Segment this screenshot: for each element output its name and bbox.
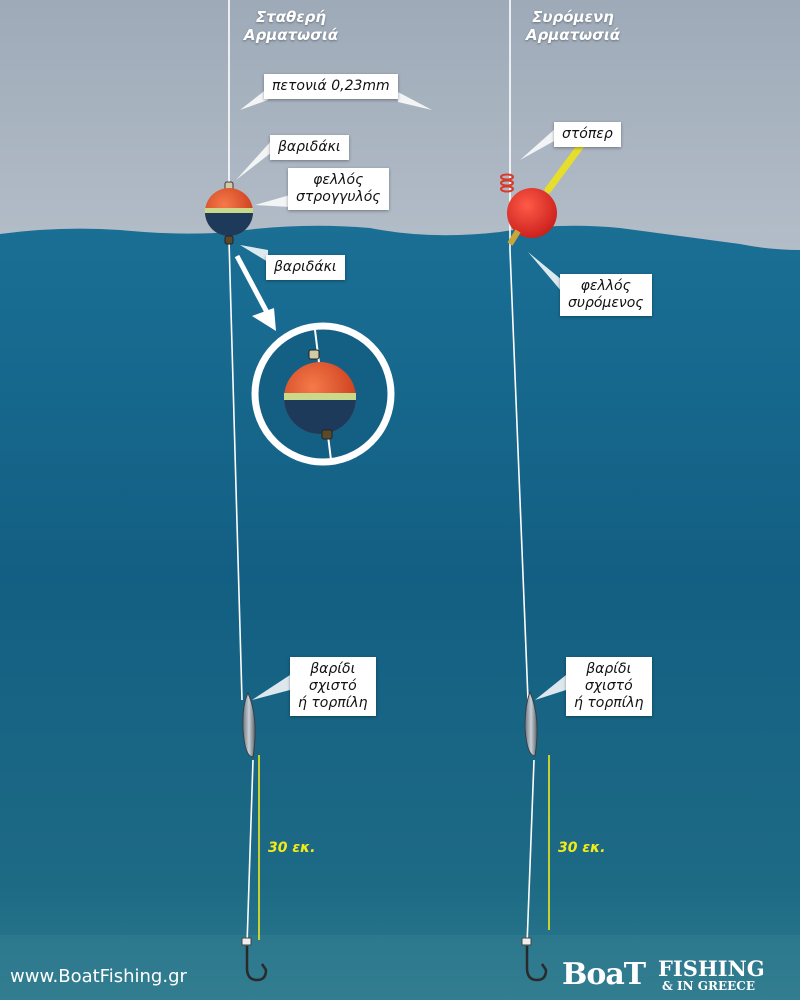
fishing-line-sliding bbox=[509, 0, 535, 946]
title-fixed-rig: Σταθερή Αρματωσιά bbox=[236, 8, 346, 44]
logo-main: BoaT bbox=[562, 957, 646, 992]
callout-weight-bottom: βαριδάκι bbox=[266, 255, 345, 280]
hook-fixed bbox=[241, 937, 268, 982]
sinker-fixed bbox=[242, 691, 256, 758]
sky bbox=[0, 0, 800, 260]
callout-stopper-text: στόπερ bbox=[562, 126, 613, 142]
callout-sliding-float-text: φελλός συρόμενος bbox=[568, 278, 644, 311]
sea bbox=[0, 225, 800, 1000]
hook-sliding bbox=[521, 937, 548, 982]
callout-round-float: φελλός στρογγυλός bbox=[288, 168, 389, 210]
callout-weight-bottom-text: βαριδάκι bbox=[274, 259, 337, 275]
callout-line-text: πετονιά 0,23mm bbox=[272, 78, 390, 94]
round-float bbox=[205, 188, 253, 236]
title-fixed-rig-text: Σταθερή Αρματωσιά bbox=[243, 8, 339, 44]
measure-label-fixed: 30 εκ. bbox=[268, 840, 315, 856]
brand-logo: BoaT FISHING & IN GREECE bbox=[562, 958, 794, 996]
weight-bottom-fixed bbox=[224, 235, 234, 245]
callout-round-float-text: φελλός στρογγυλός bbox=[296, 172, 381, 205]
seabed bbox=[0, 935, 800, 1000]
callout-sliding-float: φελλός συρόμενος bbox=[560, 274, 652, 316]
website-link-text[interactable]: www.BoatFishing.gr bbox=[10, 966, 187, 987]
callout-sinker-fixed-text: βαρίδι σχιστό ή τορπίλη bbox=[298, 661, 368, 711]
callout-pointers bbox=[236, 88, 566, 700]
callout-line: πετονιά 0,23mm bbox=[264, 74, 398, 99]
measure-label-sliding-text: 30 εκ. bbox=[558, 840, 606, 856]
callout-sinker-fixed: βαρίδι σχιστό ή τορπίλη bbox=[290, 657, 376, 716]
measure-label-sliding: 30 εκ. bbox=[558, 840, 605, 856]
fishing-line-fixed bbox=[228, 0, 254, 946]
measure-label-fixed-text: 30 εκ. bbox=[268, 840, 316, 856]
callout-weight-top-text: βαριδάκι bbox=[278, 139, 341, 155]
sinker-sliding bbox=[524, 690, 538, 757]
callout-sinker-sliding: βαρίδι σχιστό ή τορπίλη bbox=[566, 657, 652, 716]
magnify-arrow bbox=[234, 254, 276, 331]
logo-greece: & IN GREECE bbox=[662, 979, 755, 993]
title-sliding-rig-text: Συρόμενη Αρματωσιά bbox=[525, 8, 621, 44]
float-magnifier bbox=[251, 322, 395, 466]
callout-stopper: στόπερ bbox=[554, 122, 621, 147]
logo-fishing: FISHING bbox=[658, 956, 765, 981]
stopper bbox=[500, 173, 514, 193]
sliding-float bbox=[507, 140, 586, 246]
website-link[interactable]: www.BoatFishing.gr bbox=[10, 966, 187, 987]
callout-sinker-sliding-text: βαρίδι σχιστό ή τορπίλη bbox=[574, 661, 644, 711]
title-sliding-rig: Συρόμενη Αρματωσιά bbox=[518, 8, 628, 44]
callout-weight-top: βαριδάκι bbox=[270, 135, 349, 160]
